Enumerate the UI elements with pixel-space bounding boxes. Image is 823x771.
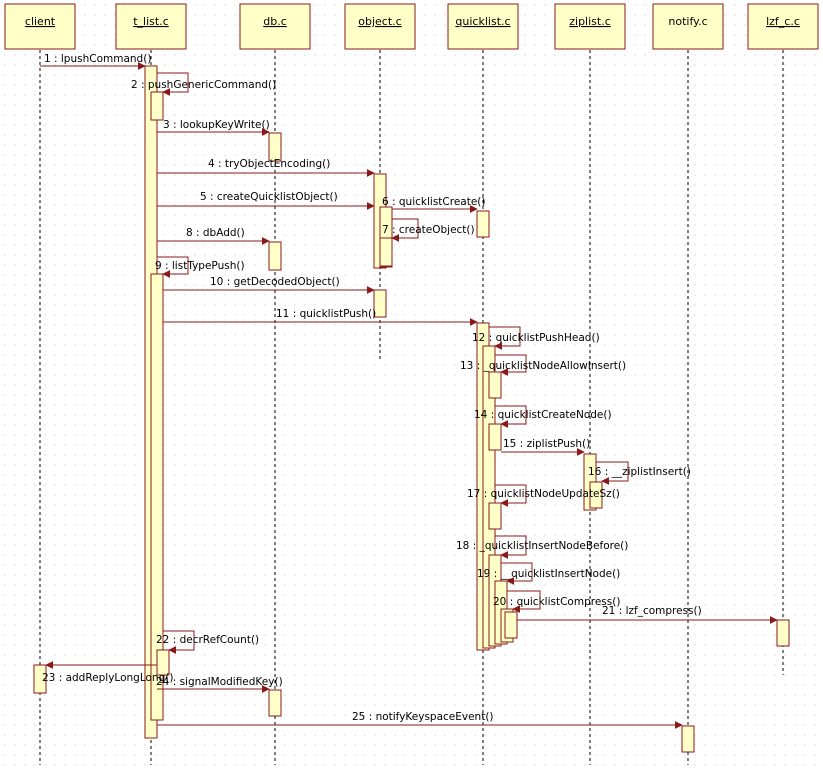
activation-db-add — [268, 241, 282, 271]
activation-quicklist-compress-inner — [504, 611, 518, 639]
object-headers: client t_list.c db.c object.c quicklist.… — [4, 3, 819, 50]
object-db-label: db.c — [263, 15, 287, 28]
message-9[interactable]: 9 : listTypePush() — [155, 256, 245, 278]
message-7[interactable]: 7 : createObject() — [382, 218, 475, 242]
message-9-label: 9 : listTypePush() — [155, 260, 245, 272]
message-8[interactable]: 8 : dbAdd() — [157, 227, 270, 245]
message-14-label: 14 : quicklistCreateNode() — [474, 409, 612, 421]
message-2[interactable]: 2 : pushGenericCommand() — [131, 72, 276, 96]
message-5-label: 5 : createQuicklistObject() — [200, 191, 338, 203]
message-5[interactable]: 5 : createQuicklistObject() — [157, 191, 375, 210]
activation-ziplist-insert — [589, 481, 603, 509]
activation-quicklist-create-node — [488, 423, 502, 451]
object-lzf[interactable]: lzf_c.c — [747, 3, 819, 50]
activation-object-create-object — [379, 237, 393, 267]
message-4-label: 4 : tryObjectEncoding() — [208, 158, 330, 170]
object-quicklist-label: quicklist.c — [455, 15, 510, 28]
message-15[interactable]: 15 : ziplistPush() — [501, 438, 590, 456]
object-db[interactable]: db.c — [239, 3, 311, 50]
activation-notify — [681, 725, 695, 753]
message-24[interactable]: 24 : signalModifiedKey() — [156, 676, 283, 693]
object-client-label: client — [25, 15, 56, 28]
message-1[interactable]: 1 : lpushCommand() — [40, 53, 151, 70]
message-22[interactable]: 22 : decrRefCount() — [156, 630, 259, 654]
activation-lzf — [776, 619, 790, 647]
message-12-label: 12 : quicklistPushHead() — [472, 332, 600, 344]
message-17[interactable]: 17 : quicklistNodeUpdateSz() — [467, 484, 620, 507]
activation-object-get-decoded — [373, 289, 387, 318]
activation-quicklist-allow-insert — [488, 371, 502, 399]
activation-quicklist-create — [476, 210, 490, 238]
object-ziplist-label: ziplist.c — [569, 15, 611, 28]
message-6[interactable]: 6 : quicklistCreate() — [382, 196, 486, 213]
message-22-label: 22 : decrRefCount() — [156, 634, 259, 646]
message-18-label: 18 : _quicklistInsertNodeBefore() — [456, 540, 628, 552]
object-ziplist[interactable]: ziplist.c — [554, 3, 626, 50]
message-21[interactable]: 21 : lzf_compress() — [517, 605, 778, 624]
message-14[interactable]: 14 : quicklistCreateNode() — [474, 405, 612, 428]
object-object-label: object.c — [358, 15, 401, 28]
message-1-label: 1 : lpushCommand() — [44, 53, 151, 65]
object-notify[interactable]: notify.c — [652, 3, 724, 50]
object-lzf-label: lzf_c.c — [766, 15, 800, 28]
activation-t-list-list-type-push — [150, 273, 164, 721]
message-21-label: 21 : lzf_compress() — [602, 605, 702, 617]
message-11-label: 11 : quicklistPush() — [276, 308, 376, 320]
messages: 1 : lpushCommand() 2 : pushGenericComman… — [40, 53, 778, 729]
message-15-label: 15 : ziplistPush() — [503, 438, 590, 450]
activation-t-list-decr-ref — [156, 649, 170, 676]
message-2-label: 2 : pushGenericCommand() — [131, 79, 276, 91]
message-13[interactable]: 13 : _quicklistNodeAllowInsert() — [460, 354, 626, 376]
object-client[interactable]: client — [4, 3, 76, 50]
message-11[interactable]: 11 : quicklistPush() — [163, 308, 478, 326]
object-t-list-label: t_list.c — [133, 15, 169, 28]
message-7-label: 7 : createObject() — [382, 224, 475, 236]
activation-bars — [33, 65, 790, 753]
message-18[interactable]: 18 : _quicklistInsertNodeBefore() — [456, 535, 628, 559]
message-17-label: 17 : quicklistNodeUpdateSz() — [467, 488, 620, 500]
object-object[interactable]: object.c — [344, 3, 416, 50]
message-19-label: 19 : __quicklistInsertNode() — [477, 568, 620, 580]
message-10-label: 10 : getDecodedObject() — [210, 276, 340, 288]
message-20-label: 20 : quicklistCompress() — [493, 596, 620, 608]
message-6-label: 6 : quicklistCreate() — [382, 196, 486, 208]
message-16[interactable]: 16 : __ziplistInsert() — [588, 461, 691, 485]
object-t-list[interactable]: t_list.c — [115, 3, 187, 50]
message-10[interactable]: 10 : getDecodedObject() — [163, 276, 375, 294]
activation-db-signal — [268, 689, 282, 717]
object-quicklist[interactable]: quicklist.c — [447, 3, 519, 50]
message-19[interactable]: 19 : __quicklistInsertNode() — [477, 562, 620, 585]
message-25[interactable]: 25 : notifyKeyspaceEvent() — [157, 711, 683, 729]
message-25-label: 25 : notifyKeyspaceEvent() — [352, 711, 494, 723]
activation-quicklist-update-sz — [488, 502, 502, 530]
message-23[interactable]: 23 : addReplyLongLong() — [42, 661, 173, 684]
object-notify-label: notify.c — [668, 15, 707, 28]
message-13-label: 13 : _quicklistNodeAllowInsert() — [460, 360, 626, 372]
message-4[interactable]: 4 : tryObjectEncoding() — [157, 158, 375, 177]
message-3-label: 3 : lookupKeyWrite() — [163, 119, 270, 131]
message-12[interactable]: 12 : quicklistPushHead() — [472, 326, 600, 350]
activation-db-lookup — [268, 132, 282, 162]
message-24-label: 24 : signalModifiedKey() — [156, 676, 283, 688]
activation-t-list-push-generic — [150, 91, 164, 121]
message-3[interactable]: 3 : lookupKeyWrite() — [157, 119, 270, 136]
message-20[interactable]: 20 : quicklistCompress() — [493, 590, 620, 613]
message-23-label: 23 : addReplyLongLong() — [42, 672, 173, 684]
activation-client — [33, 664, 47, 694]
message-16-label: 16 : __ziplistInsert() — [588, 466, 691, 478]
message-8-label: 8 : dbAdd() — [186, 227, 245, 239]
